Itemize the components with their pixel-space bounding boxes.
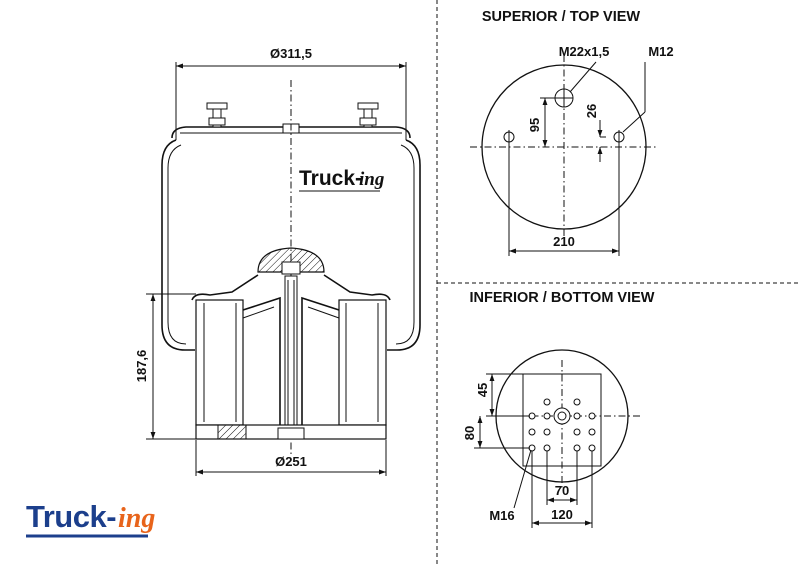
top-view: SUPERIOR / TOP VIEW M22x1,5 M12 95 26 2 xyxy=(470,9,674,256)
bellow-logo-suffix: ing xyxy=(359,169,384,190)
label-dim-80: 80 xyxy=(462,426,477,440)
label-offset-26: 26 xyxy=(584,104,599,118)
top-view-title: SUPERIOR / TOP VIEW xyxy=(482,9,641,25)
label-stud-spacing: 210 xyxy=(553,234,575,249)
label-dim-70: 70 xyxy=(555,483,569,498)
label-air-fitting: M22x1,5 xyxy=(559,44,610,59)
label-dim-120: 120 xyxy=(551,507,573,522)
dimension-top-diameter: Ø311,5 xyxy=(175,46,407,140)
hole-grid xyxy=(528,398,596,452)
label-stud-thread: M12 xyxy=(648,44,673,59)
label-top-diameter: Ø311,5 xyxy=(270,46,312,61)
brand-logo-suffix: ing xyxy=(118,503,155,534)
bottom-view: INFERIOR / BOTTOM VIEW 45 xyxy=(462,290,655,528)
bellow-logo: Truck- ing xyxy=(299,167,384,192)
label-height: 187,6 xyxy=(134,350,149,383)
label-thread-m16: M16 xyxy=(489,508,514,523)
label-bottom-diameter: Ø251 xyxy=(275,454,307,469)
view-separators xyxy=(436,0,800,565)
dimension-height: 187,6 xyxy=(134,293,196,440)
top-plate xyxy=(171,102,411,139)
brand-logo: Truck- ing xyxy=(26,499,155,538)
bottom-view-title: INFERIOR / BOTTOM VIEW xyxy=(469,290,654,306)
label-offset-95: 95 xyxy=(527,118,542,132)
label-dim-45: 45 xyxy=(475,383,490,397)
dimension-bottom-diameter: Ø251 xyxy=(195,440,387,476)
bellow-logo-main: Truck- xyxy=(299,167,362,190)
side-view: Ø311,5 Truck- ing xyxy=(134,46,421,476)
brand-logo-main: Truck- xyxy=(26,499,116,534)
piston xyxy=(191,247,391,440)
bellow xyxy=(161,139,421,351)
